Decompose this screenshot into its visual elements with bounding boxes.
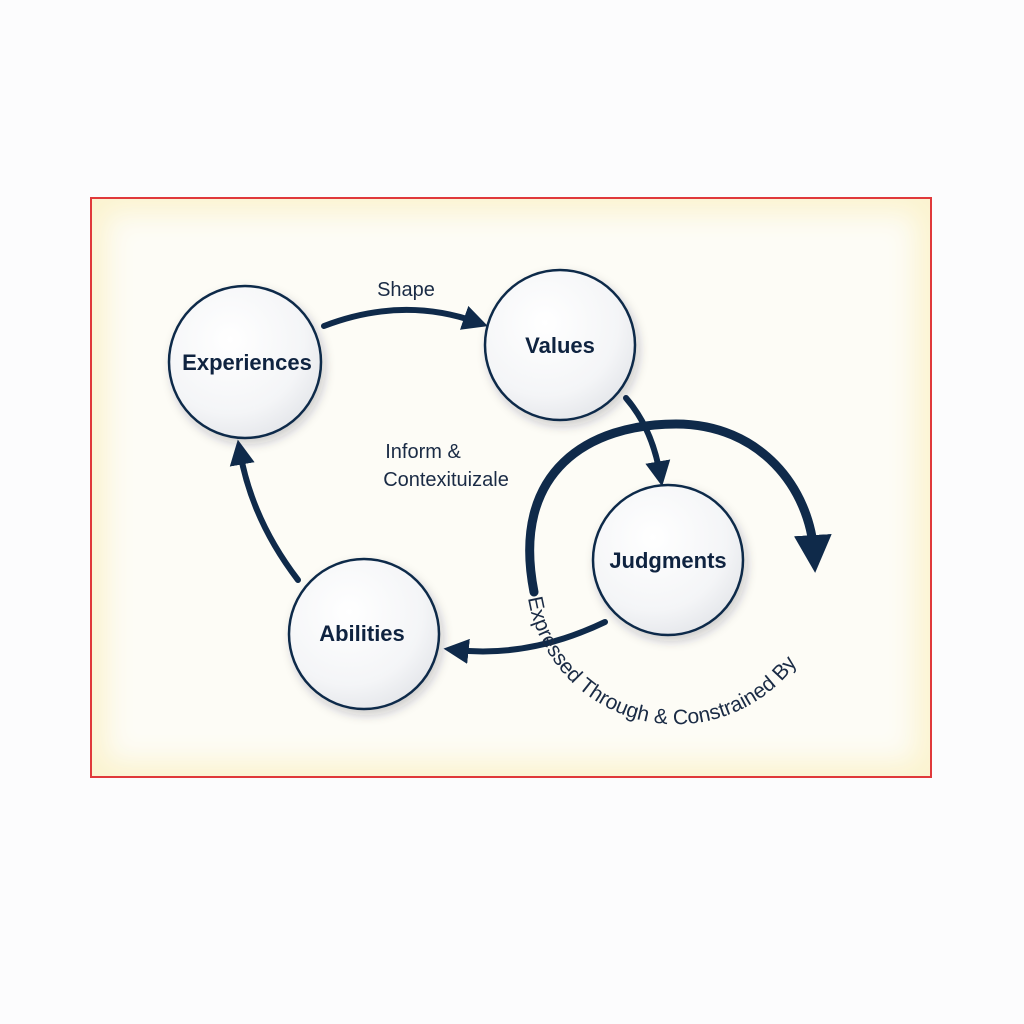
arrow-expressed-arc	[525, 419, 832, 597]
node-values: Values	[483, 268, 637, 422]
node-label-judgments: Judgments	[609, 548, 726, 573]
node-abilities: Abilities	[287, 557, 441, 711]
arrow-experiences-to-values	[321, 305, 488, 330]
edge-label-inform-line1: Inform &	[385, 441, 461, 463]
node-label-abilities: Abilities	[319, 621, 405, 646]
arrow-abilities-to-experiences	[229, 439, 301, 583]
arrow-judgments-to-abilities	[443, 619, 608, 664]
arrow-values-to-judgments	[623, 395, 671, 487]
edge-label-inform-line2: Contexituizale	[383, 469, 509, 491]
edge-label-shape: Shape	[377, 279, 435, 301]
node-label-values: Values	[525, 333, 595, 358]
node-judgments: Judgments	[591, 483, 745, 637]
node-label-experiences: Experiences	[182, 350, 312, 375]
node-experiences: Experiences	[167, 284, 323, 440]
